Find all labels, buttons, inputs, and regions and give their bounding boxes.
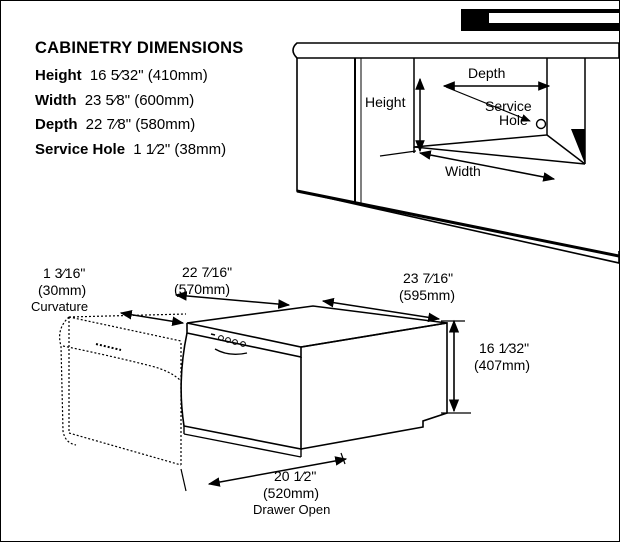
specs-panel: CABINETRY DIMENSIONS Height 16 5⁄32" (41…	[35, 39, 285, 162]
depth-dim-line2: (570mm)	[174, 281, 230, 297]
drawer-dim-line3: Drawer Open	[253, 502, 330, 517]
spec-label: Depth	[35, 116, 78, 133]
width-dim-line1: 23 7⁄16"	[403, 270, 453, 286]
spec-value: 23 5⁄8" (600mm)	[84, 91, 195, 109]
curvature-dim-line3: Curvature	[31, 299, 88, 314]
service-hole-icon	[535, 118, 547, 130]
spec-label: Width	[35, 91, 77, 109]
height-dim-line2: (407mm)	[474, 357, 530, 373]
spec-value: 1 1⁄2" (38mm)	[133, 140, 227, 158]
cabinet-width-label: Width	[445, 163, 481, 179]
drawer-dim-line2: (520mm)	[263, 485, 319, 501]
cabinet-depth-label: Depth	[468, 65, 505, 81]
spec-service-hole: Service Hole 1 1⁄2" (38mm)	[35, 138, 285, 163]
spec-width: Width 23 5⁄8" (600mm)	[35, 89, 285, 114]
drawer-illustration: 1 3⁄16" (30mm) Curvature 22 7⁄16" (570mm…	[31, 264, 530, 517]
spec-value: 22 7⁄8" (580mm)	[85, 116, 196, 133]
spec-depth: Depth 22 7⁄8" (580mm)	[35, 113, 285, 138]
curvature-dim-line1: 1 3⁄16"	[43, 265, 85, 281]
drawer-dim-line1: 20 1⁄2"	[274, 468, 316, 484]
spec-label: Service Hole	[35, 140, 126, 158]
width-dim-line2: (595mm)	[399, 287, 455, 303]
specs-title: CABINETRY DIMENSIONS	[35, 39, 244, 57]
spec-label: Height	[35, 67, 82, 84]
cabinet-height-label: Height	[365, 94, 406, 110]
height-dim-line1: 16 1⁄32"	[479, 340, 529, 356]
spec-value: 16 5⁄32" (410mm)	[89, 67, 208, 84]
curvature-dim-line2: (30mm)	[38, 282, 86, 298]
cabinet-illustration: Depth Height Width Service Hole	[292, 9, 619, 264]
service-hole-label-line1: Service	[485, 98, 532, 114]
service-hole-label-line2: Hole	[499, 112, 528, 128]
depth-dim-line1: 22 7⁄16"	[182, 264, 232, 280]
spec-height: Height 16 5⁄32" (410mm)	[35, 64, 285, 89]
